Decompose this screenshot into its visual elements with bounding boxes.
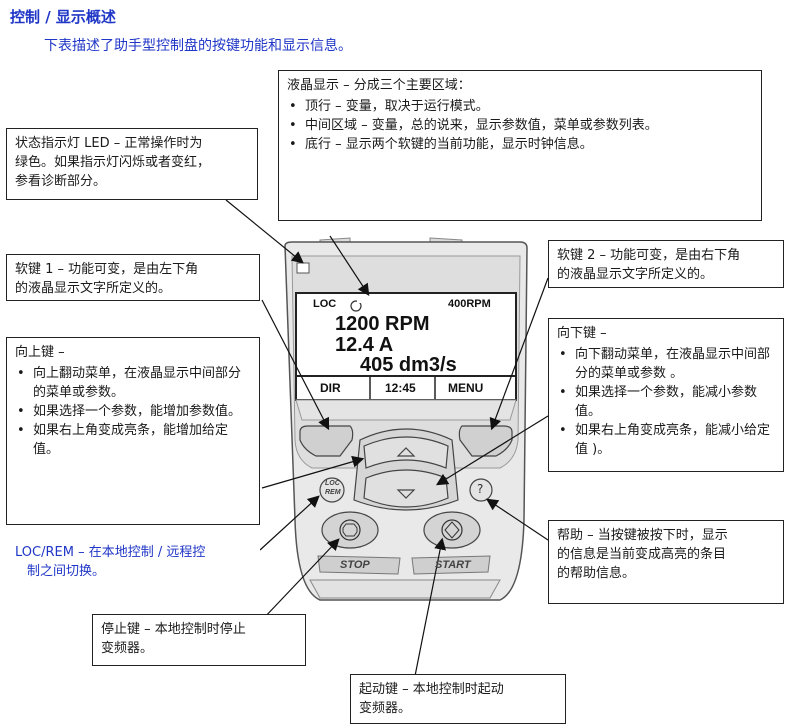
start-diamond-icon	[444, 521, 460, 539]
page-subtitle: 下表描述了助手型控制盘的按键功能和显示信息。	[44, 38, 352, 54]
callout-stop: 停止键 – 本地控制时停止 变频器。	[92, 614, 306, 666]
lcd-value-2: 12.4 A	[335, 334, 394, 356]
stop-key	[321, 511, 379, 549]
loc-rem-key-label-bottom: REM	[325, 489, 341, 496]
start-key-label: START	[435, 559, 471, 571]
start-key	[423, 511, 481, 549]
list-item: 如果选择一个参数，能减小参数值。	[557, 383, 775, 421]
callout-softkey-2-line-1: 软键 2 – 功能可变，是由右下角	[557, 248, 741, 263]
lcd-clock: 12:45	[385, 381, 416, 395]
lcd-softkey-1-label: DIR	[320, 381, 341, 395]
lcd-softkey-2-label: MENU	[448, 381, 484, 395]
callout-stop-line-1: 停止键 – 本地控制时停止	[101, 622, 246, 637]
lcd-value-3: 405 dm3/s	[360, 354, 457, 376]
list-item: 向下翻动菜单，在液晶显示中间部分的菜单或参数 。	[557, 345, 775, 383]
callout-start: 起动键 – 本地控制时起动 变频器。	[350, 674, 566, 724]
callout-help-line-2: 的信息是当前变成高亮的条目	[557, 547, 727, 562]
callout-loc-rem-line-2: 制之间切换。	[27, 564, 106, 579]
softkey-1	[299, 425, 354, 457]
list-item: 如果选择一个参数，能增加参数值。	[15, 402, 251, 421]
callout-softkey-1-line-2: 的液晶显示文字所定义的。	[15, 281, 172, 296]
callout-softkey-2: 软键 2 – 功能可变，是由右下角 的液晶显示文字所定义的。	[548, 240, 784, 288]
up-key	[363, 436, 449, 469]
loc-rem-key	[319, 477, 345, 503]
lcd-value-1: 1200 RPM	[335, 313, 430, 335]
callout-loc-rem: LOC/REM – 在本地控制 / 远程控 制之间切换。	[6, 537, 260, 587]
callout-lcd-area-head: 液晶显示 – 分成三个主要区域：	[287, 78, 471, 93]
callout-help-line-3: 的帮助信息。	[557, 566, 636, 581]
list-item: 中间区域 – 变量，总的说来，显示参数值，菜单或参数列表。	[287, 116, 753, 135]
callout-help-line-1: 帮助 – 当按键被按下时，显示	[557, 528, 728, 543]
callout-help: 帮助 – 当按键被按下时，显示 的信息是当前变成高亮的条目 的帮助信息。	[548, 520, 784, 604]
lcd-screen	[295, 292, 517, 401]
lcd-mode: LOC	[313, 298, 337, 310]
callout-down-key-list: 向下翻动菜单，在液晶显示中间部分的菜单或参数 。 如果选择一个参数，能减小参数值…	[557, 345, 775, 459]
callout-status-led: 状态指示灯 LED – 正常操作时为 绿色。如果指示灯闪烁或者变红， 参看诊断部…	[6, 128, 258, 200]
down-key	[363, 469, 449, 508]
callout-lcd-area: 液晶显示 – 分成三个主要区域： 顶行 – 变量，取决于运行模式。 中间区域 –…	[278, 70, 762, 221]
callout-stop-line-2: 变频器。	[101, 641, 154, 656]
callout-softkey-2-line-2: 的液晶显示文字所定义的。	[557, 267, 714, 282]
callout-loc-rem-line-1: LOC/REM – 在本地控制 / 远程控	[15, 545, 206, 560]
list-item: 底行 – 显示两个软键的当前功能，显示时钟信息。	[287, 135, 753, 154]
callout-down-key: 向下键 – 向下翻动菜单，在液晶显示中间部分的菜单或参数 。 如果选择一个参数，…	[548, 318, 784, 472]
callout-status-led-line-1: 状态指示灯 LED – 正常操作时为	[15, 136, 203, 151]
callout-softkey-1-line-1: 软键 1 – 功能可变，是由左下角	[15, 262, 199, 277]
callout-start-line-2: 变频器。	[359, 701, 412, 716]
list-item: 如果右上角变成亮条，能减小给定值 )。	[557, 421, 775, 459]
list-item: 如果右上角变成亮条，能增加给定值。	[15, 421, 251, 459]
callout-up-key: 向上键 – 向上翻动菜单，在液晶显示中间部分的菜单或参数。 如果选择一个参数，能…	[6, 337, 260, 525]
lcd-reference: 400RPM	[448, 298, 491, 310]
page-title: 控制 / 显示概述	[10, 8, 116, 26]
loc-rem-key-label-top: LOC	[325, 480, 340, 487]
help-icon: ?	[477, 482, 484, 496]
callout-status-led-line-3: 参看诊断部分。	[15, 174, 107, 189]
callout-down-key-head: 向下键 –	[557, 326, 607, 341]
callout-up-key-head: 向上键 –	[15, 345, 65, 360]
stop-octagon-icon	[342, 523, 358, 537]
callout-lcd-area-list: 顶行 – 变量，取决于运行模式。 中间区域 – 变量，总的说来，显示参数值，菜单…	[287, 97, 753, 154]
help-key	[469, 478, 493, 502]
list-item: 向上翻动菜单，在液晶显示中间部分的菜单或参数。	[15, 364, 251, 402]
list-item: 顶行 – 变量，取决于运行模式。	[287, 97, 753, 116]
softkey-2	[458, 425, 513, 457]
stop-key-label: STOP	[340, 559, 370, 571]
callout-softkey-1: 软键 1 – 功能可变，是由左下角 的液晶显示文字所定义的。	[6, 254, 260, 301]
callout-up-key-list: 向上翻动菜单，在液晶显示中间部分的菜单或参数。 如果选择一个参数，能增加参数值。…	[15, 364, 251, 459]
callout-start-line-1: 起动键 – 本地控制时起动	[359, 682, 504, 697]
status-led	[296, 262, 310, 274]
callout-status-led-line-2: 绿色。如果指示灯闪烁或者变红，	[15, 155, 211, 170]
